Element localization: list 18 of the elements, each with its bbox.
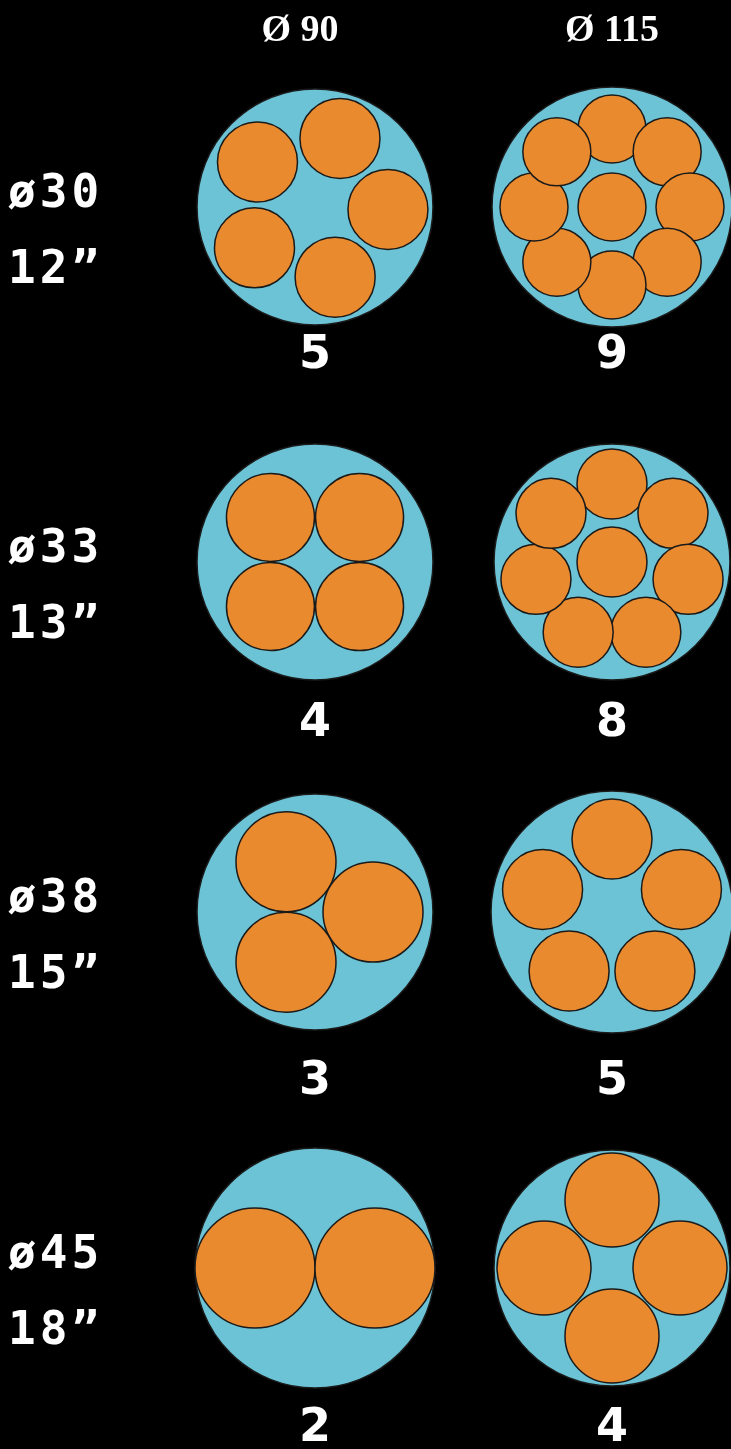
count-label: 4 bbox=[299, 697, 331, 743]
row-label: 15” bbox=[8, 949, 104, 995]
count-label: 8 bbox=[596, 697, 628, 743]
row-label: 18” bbox=[8, 1305, 104, 1351]
count-label: 4 bbox=[596, 1402, 628, 1448]
count-label: 5 bbox=[299, 329, 331, 375]
row-label: 13” bbox=[8, 599, 104, 645]
count-label: 9 bbox=[596, 329, 628, 375]
row-label: ø33 bbox=[8, 523, 104, 569]
column-heading: Ø 90 bbox=[261, 9, 339, 47]
count-label: 3 bbox=[299, 1055, 331, 1101]
count-label: 2 bbox=[299, 1402, 331, 1448]
row-label: ø45 bbox=[8, 1229, 104, 1275]
row-label: 12” bbox=[8, 244, 104, 290]
row-label: ø38 bbox=[8, 873, 104, 919]
column-heading: Ø 115 bbox=[565, 9, 659, 47]
row-label: ø30 bbox=[8, 168, 104, 214]
count-label: 5 bbox=[596, 1055, 628, 1101]
